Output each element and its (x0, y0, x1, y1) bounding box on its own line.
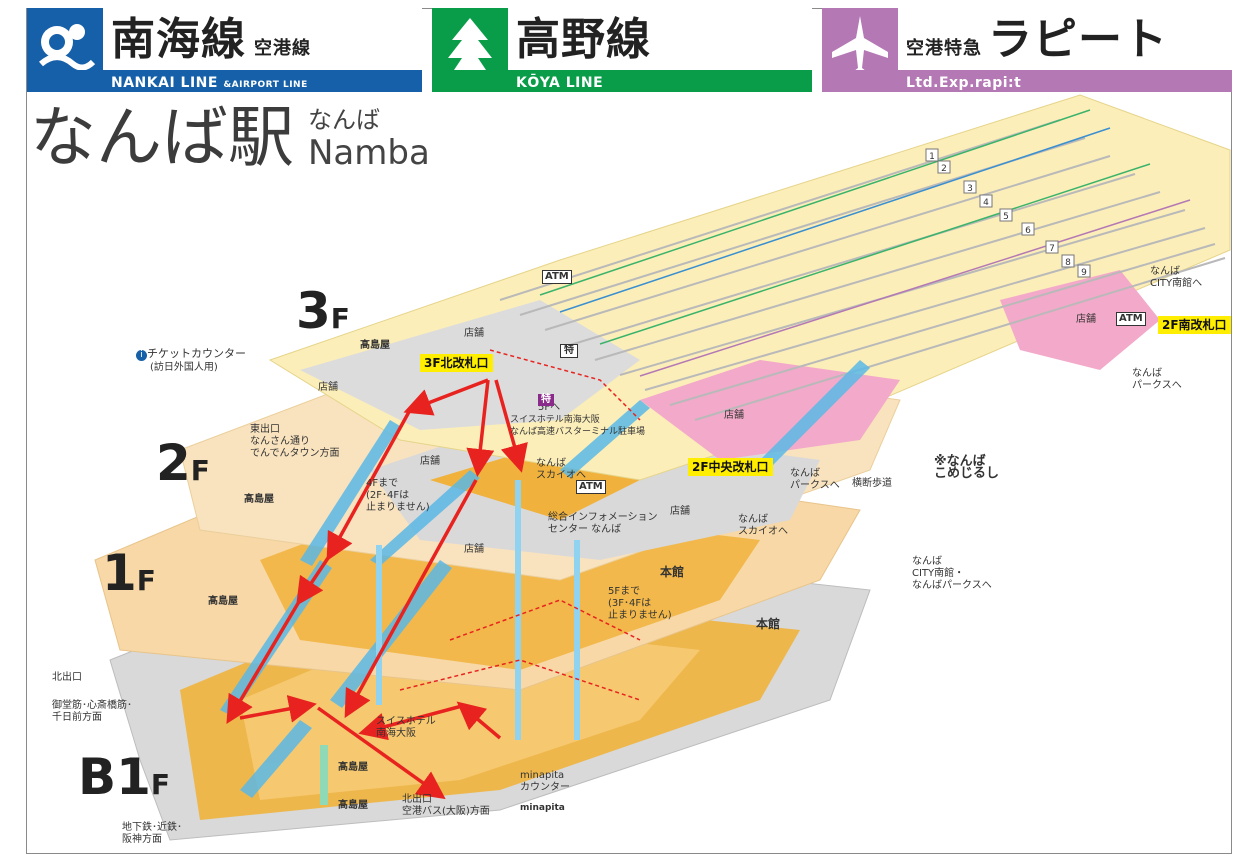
shop-label: 店舗 (420, 456, 440, 467)
city-south-label: なんば CITY南館へ (1150, 266, 1203, 289)
takashimaya-2f: 髙島屋 (244, 494, 274, 505)
platform-number: 2 (941, 164, 947, 174)
limited-express-icon: 特 (560, 344, 578, 358)
station-name-kana: なんば (308, 106, 380, 134)
elevator-note-2f: 4Fまで (2F･4Fは 止まりません) (366, 478, 430, 513)
north-exit-bus-label: 北出口 空港バス(大阪)方面 (402, 794, 490, 817)
platform-number: 3 (967, 184, 973, 194)
minapita-logo: minapita (520, 803, 565, 813)
elevator-shafts (320, 480, 580, 805)
nankai-line-jp-title: 南海線空港線 (111, 14, 311, 65)
rapit-band: 空港特急ラピート Ltd.Exp.rapi:t (822, 8, 1232, 92)
platform-number-badge (979, 194, 993, 208)
floor-label-2f: 2F (156, 434, 210, 492)
takashimaya-b1-a: 髙島屋 (338, 762, 368, 773)
landmark-label: ※なんば こめじるし (934, 454, 1000, 481)
city-south-parks-label: なんば CITY南館・ なんばパークスへ (912, 556, 992, 591)
gate-2f-south: 2F南改札口 (1158, 316, 1231, 334)
platform-number-badge (925, 148, 939, 162)
to-5f-label: 5Fへ (538, 402, 561, 413)
rapit-jp-title: 空港特急ラピート (906, 14, 1168, 65)
info-center-label: 総合インフォメーション センター なんば (548, 512, 658, 535)
east-exit-label: 東出口 なんさん通り でんでんタウン方面 (250, 424, 340, 459)
skyo-label: なんば スカイオへ (536, 458, 586, 481)
atm-icon: ATM (542, 270, 572, 284)
elevator-note-5f: 5Fまで (3F･4Fは 止まりません) (608, 586, 672, 621)
gate-3f-north: 3F北改札口 (420, 354, 493, 372)
shop-label: 店舗 (670, 506, 690, 517)
platform-number: 4 (983, 198, 989, 208)
route-arrows (226, 378, 528, 800)
midosuji-label: 御堂筋･心斎橋筋･ 千日前方面 (52, 700, 132, 723)
platform-number: 9 (1081, 268, 1087, 278)
station-name-roman: Namba (308, 133, 430, 173)
shop-label: 店舗 (464, 544, 484, 555)
north-exit-label: 北出口 (52, 672, 82, 683)
takashimaya-b1-b: 髙島屋 (338, 800, 368, 811)
platform-number-badge (1061, 254, 1075, 268)
platform-number-badge (999, 208, 1013, 222)
shop-label: 店舗 (464, 328, 484, 339)
nankai-line-en-title: NANKAI LINE &AIRPORT LINE (111, 75, 308, 91)
hotel-bus-note: スイスホテル南海大阪 なんば高速バスターミナル駐車場 (510, 415, 646, 437)
station-name: なんば駅 (30, 99, 294, 176)
atm-icon: ATM (576, 480, 606, 494)
nankai-line-band: 南海線空港線 NANKAI LINE &AIRPORT LINE (27, 8, 422, 92)
koya-line-en-title: KŌYA LINE (516, 75, 604, 91)
floor-label-b1f: B1F (78, 748, 171, 806)
shop-label: 店舗 (318, 382, 338, 393)
parks-label: なんば パークスへ (790, 468, 840, 491)
platform-number: 8 (1065, 258, 1071, 268)
floor-label-1f: 1F (102, 544, 156, 602)
parks-label-3f: なんば パークスへ (1132, 368, 1182, 391)
platform-stripes (539, 109, 1191, 377)
koya-line-band: 高野線 KŌYA LINE (432, 8, 812, 92)
atm-icon: ATM (1116, 312, 1146, 326)
limited-express-icon: 特 (538, 394, 554, 406)
subway-label: 地下鉄･近鉄･ 阪神方面 (122, 822, 182, 845)
walking-routes (399, 349, 641, 701)
gate-2f-central: 2F中央改札口 (688, 458, 773, 476)
ticket-counter-sub: (訪日外国人用) (150, 362, 218, 373)
takashimaya-1f: 髙島屋 (208, 596, 238, 607)
rapit-en-title: Ltd.Exp.rapi:t (906, 75, 1022, 91)
shop-label: 店舗 (724, 410, 744, 421)
koya-line-jp-title: 高野線 (516, 14, 651, 65)
platform-number: 5 (1003, 212, 1009, 222)
crosswalk-label: 横断歩道 (852, 478, 892, 489)
platform-number-badge (963, 180, 977, 194)
platform-number-badge (1077, 264, 1091, 278)
platform-number: 1 (929, 152, 935, 162)
info-icon: i (136, 350, 147, 361)
swiss-hotel-label: スイスホテル 南海大阪 (376, 716, 436, 739)
shop-label: 店舗 (1076, 314, 1096, 325)
skyo-label-2: なんば スカイオへ (738, 514, 788, 537)
takashimaya-3f: 髙島屋 (360, 340, 390, 351)
platform-number: 7 (1049, 244, 1055, 254)
platform-number-badge (1045, 240, 1059, 254)
honkan-label-1: 本館 (660, 565, 685, 579)
platform-number: 6 (1025, 226, 1031, 236)
minapita-counter-label: minapita カウンター (520, 770, 570, 793)
platform-number-badge (1021, 222, 1035, 236)
honkan-label-2: 本館 (756, 617, 781, 631)
floor-label-3f: 3F (296, 282, 350, 340)
platform-number-badge (937, 160, 951, 174)
floor-3f-plate (268, 94, 1231, 481)
